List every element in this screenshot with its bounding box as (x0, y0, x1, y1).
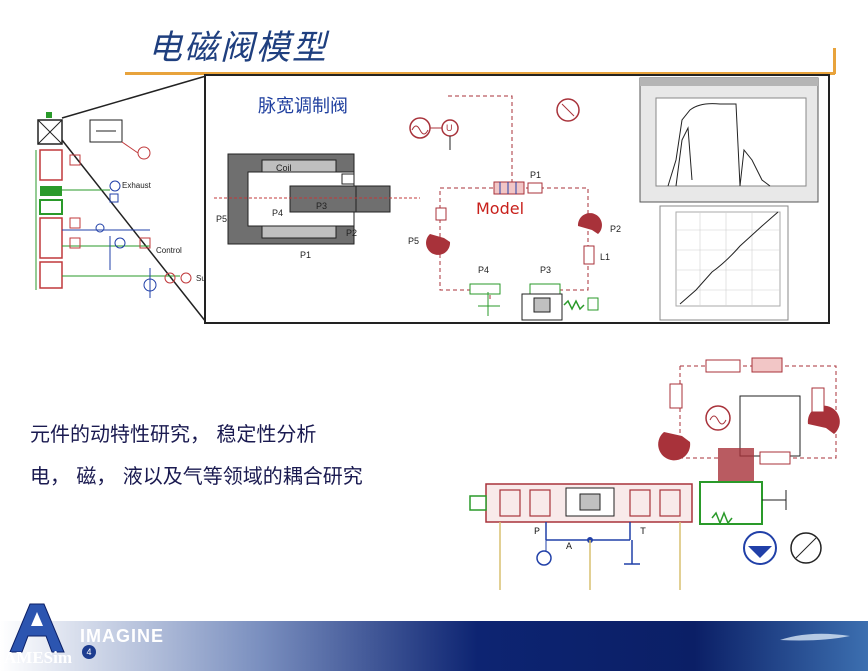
coil-label: Coil (276, 163, 292, 173)
model-label: Model (476, 199, 525, 218)
slide-title: 电磁阀模型 (148, 28, 328, 68)
bullet-line-1: 元件的动特性研究， 稳定性分析 (30, 422, 317, 446)
p5-circuit-label: P5 (408, 236, 420, 246)
p4-circuit-label: P4 (478, 265, 490, 275)
frame-heading: 脉宽调制阀 (258, 96, 348, 117)
title-rule-end (833, 48, 836, 74)
p3-circuit-label: P3 (540, 265, 552, 275)
port-p-label: P (534, 527, 541, 538)
version-badge: 4 (82, 645, 96, 659)
title-underline (125, 72, 835, 75)
bullet-line-2: 电， 磁， 液以及气等领域的耦合研究 (30, 464, 363, 488)
imagine-brand: IMAGINE (80, 626, 165, 646)
p1-circuit-label: P1 (530, 170, 542, 180)
p5-section-label: P5 (216, 214, 228, 224)
p2-circuit-label: P2 (610, 224, 622, 234)
p3-section-label: P3 (316, 201, 328, 211)
l1-circuit-label: L1 (600, 252, 611, 262)
control-label: Control (156, 246, 182, 255)
p2-section-label: P2 (346, 228, 358, 238)
amesim-brand: AMESim (4, 648, 72, 667)
footer-banner (0, 621, 868, 671)
p4-section-label: P4 (272, 208, 284, 218)
port-a-label: A (566, 542, 573, 553)
p1-section-label: P1 (300, 250, 312, 260)
port-t-label: T (640, 527, 647, 538)
u-source-label: U (446, 123, 453, 133)
exhaust-label: Exhaust (122, 181, 151, 190)
